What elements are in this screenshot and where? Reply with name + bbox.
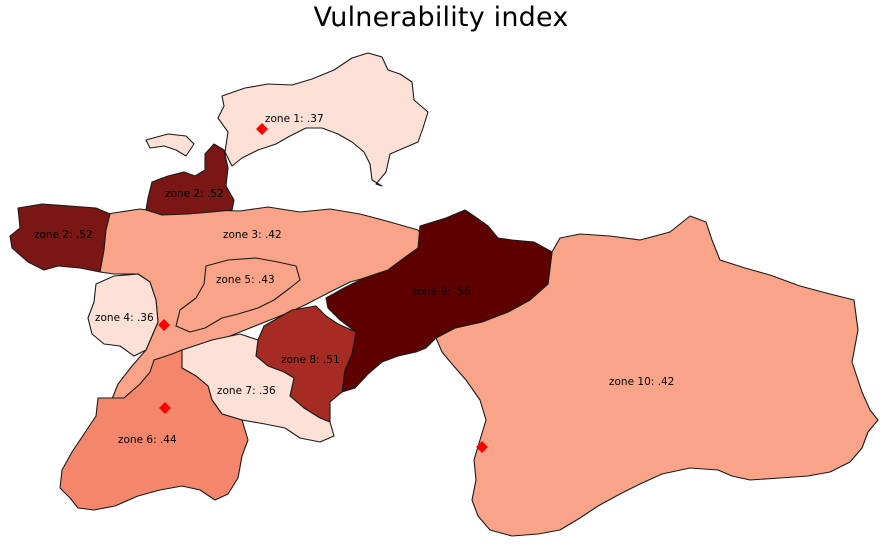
zone-2-north-label: zone 2: .52 — [165, 188, 224, 200]
zone-1-region[interactable] — [217, 52, 429, 187]
zone-5-region[interactable] — [175, 257, 301, 333]
zone-6-label: zone 6: .44 — [118, 434, 177, 446]
zone-4-label: zone 4: .36 — [95, 312, 154, 324]
zone-10-label: zone 10: .42 — [609, 376, 674, 388]
zone-9-label: zone 9: .56 — [412, 286, 471, 298]
zone-2-west-label: zone 2: .52 — [34, 229, 93, 241]
zone-2-west-region[interactable] — [9, 203, 111, 273]
zone-10-region[interactable] — [435, 215, 879, 537]
zone-7-label: zone 7: .36 — [217, 385, 276, 397]
zone-8-label: zone 8: .51 — [281, 354, 340, 366]
zone-2-north-region[interactable] — [145, 143, 235, 216]
zone-5-label: zone 5: .43 — [216, 274, 275, 286]
map-title: Vulnerability index — [313, 2, 569, 33]
zone-1-label: zone 1: .37 — [265, 113, 324, 125]
zone-9-region[interactable] — [325, 209, 553, 393]
zone-1-sliver — [145, 133, 195, 157]
zone-4-region[interactable] — [87, 273, 159, 357]
zone-3-label: zone 3: .42 — [223, 229, 282, 241]
zone-6-region[interactable] — [59, 349, 249, 511]
